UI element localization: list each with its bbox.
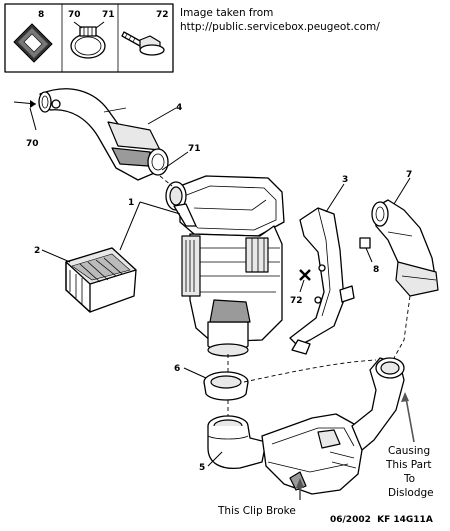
callout-5: 5 xyxy=(199,463,205,473)
callout-8: 8 xyxy=(373,265,379,275)
causing-annotation-line3: To xyxy=(403,473,415,485)
diagram-reference-code: 06/2002 KF 14G11A xyxy=(330,515,433,525)
mounting-bracket-part-3 xyxy=(289,207,355,355)
causing-annotation-line4: Dislodge xyxy=(388,487,434,499)
callout-71: 71 xyxy=(188,144,201,154)
legend-ref-72: 72 xyxy=(156,10,169,20)
callout-6: 6 xyxy=(174,364,180,374)
callout-7: 7 xyxy=(406,170,412,180)
source-note-url: http://public.servicebox.peugeot.com/ xyxy=(180,21,380,33)
legend-ref-8: 8 xyxy=(38,10,44,20)
hose-clamp-icon xyxy=(70,21,106,59)
intake-duct-part-4 xyxy=(38,88,169,181)
air-filter-housing-part-1 xyxy=(165,175,285,357)
callout-2: 2 xyxy=(34,246,40,256)
foam-pad-icon xyxy=(13,23,53,63)
seal-ring-part-6 xyxy=(203,371,249,401)
callout-3: 3 xyxy=(342,175,348,185)
clip-broke-annotation: This Clip Broke xyxy=(217,505,296,517)
causing-annotation-line1: Causing xyxy=(388,445,430,457)
foam-pad-part-8 xyxy=(359,237,371,249)
callout-70: 70 xyxy=(26,139,39,149)
callout-72: 72 xyxy=(290,296,303,306)
callout-1: 1 xyxy=(128,198,134,208)
bolt-icon xyxy=(121,31,165,56)
filter-element-part-2 xyxy=(65,247,137,313)
legend-ref-71: 71 xyxy=(102,10,115,20)
callout-4: 4 xyxy=(176,103,182,113)
source-note-line1: Image taken from xyxy=(180,7,273,19)
resonator-tube-part-7 xyxy=(371,199,439,297)
causing-annotation-line2: This Part xyxy=(385,459,432,471)
parts-legend-box: 8 70 71 72 xyxy=(4,3,174,73)
lower-duct-part-5 xyxy=(207,357,405,495)
legend-ref-70: 70 xyxy=(68,10,81,20)
